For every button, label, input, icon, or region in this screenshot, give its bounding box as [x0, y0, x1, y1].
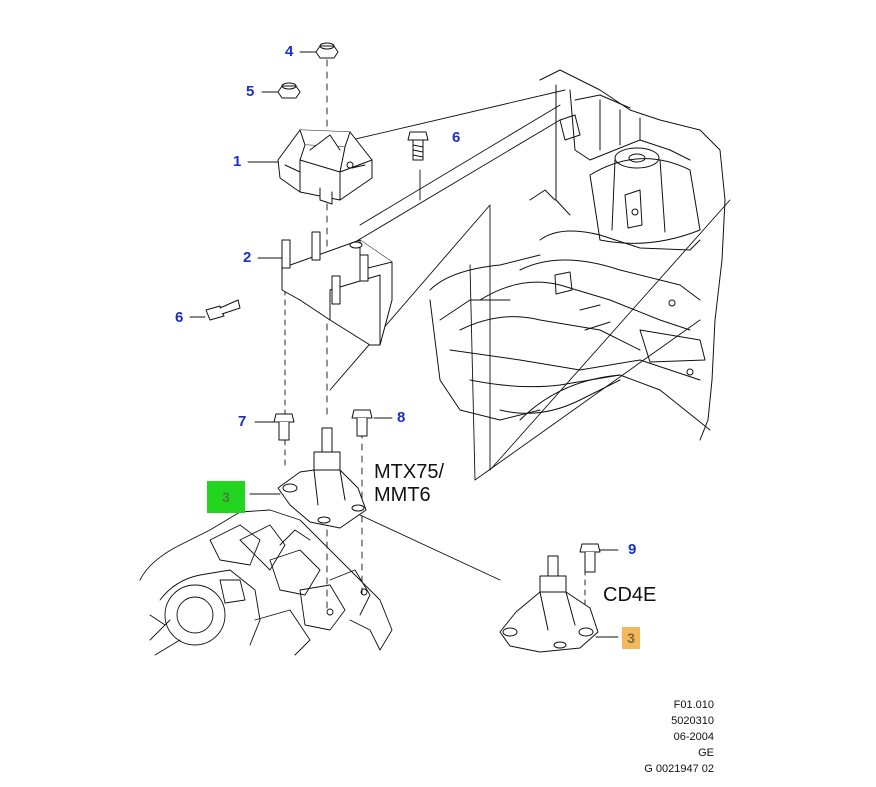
variant-label-mtx75-line1: MTX75/ — [374, 461, 445, 483]
part-4-nut — [315, 42, 339, 59]
callout-part-3-highlighted[interactable]: 3 — [207, 481, 245, 513]
part-1-engine-mount — [277, 129, 373, 205]
callout-part-4: 4 — [285, 43, 294, 60]
body-structure-drawing — [429, 69, 726, 441]
reference-date: 06-2004 — [673, 731, 714, 743]
callout-part-6-upper: 6 — [452, 129, 461, 146]
reference-code-2: 5020310 — [671, 715, 714, 727]
part-6-bolt-upper — [407, 131, 429, 161]
part-8-bolt — [351, 409, 373, 437]
callout-part-2: 2 — [243, 249, 252, 266]
reference-region: GE — [698, 747, 714, 759]
part-6-bolt-lower — [205, 299, 241, 321]
callout-part-5: 5 — [246, 83, 255, 100]
reference-drawing-number: G 0021947 02 — [644, 763, 714, 775]
part-9-bolt — [579, 543, 601, 573]
part-7-bolt — [273, 413, 295, 441]
callout-part-3-cd4e[interactable]: 3 — [622, 627, 640, 649]
part-5-nut — [277, 82, 301, 99]
variant-label-mtx75-line2: MMT6 — [374, 484, 431, 506]
variant-label-cd4e: CD4E — [603, 584, 657, 606]
part-2-bracket — [281, 231, 393, 346]
callout-part-1: 1 — [233, 153, 242, 170]
callout-part-7: 7 — [238, 413, 247, 430]
part-3-bracket-mtx75 — [277, 427, 367, 529]
callout-part-8: 8 — [397, 409, 406, 426]
transmission-drawing — [139, 509, 393, 656]
reference-code-1: F01.010 — [673, 699, 714, 711]
callout-part-9: 9 — [628, 541, 637, 558]
part-3-bracket-cd4e — [499, 555, 599, 653]
callout-part-6-lower: 6 — [175, 309, 184, 326]
